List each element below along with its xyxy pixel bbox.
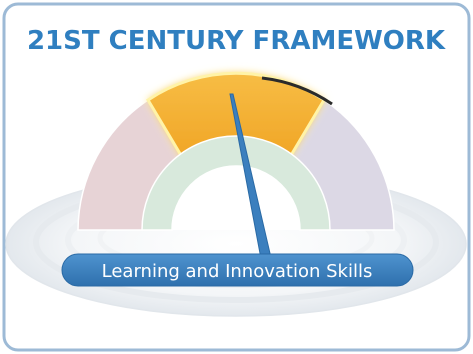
selected-skill-text: Learning and Innovation Skills bbox=[102, 261, 373, 282]
selected-skill-label[interactable]: Learning and Innovation Skills bbox=[61, 253, 414, 287]
page-title: 21ST CENTURY FRAMEWORK bbox=[27, 26, 446, 56]
segment-edge bbox=[261, 76, 333, 106]
center-hole bbox=[172, 166, 300, 230]
gauge-icon bbox=[77, 71, 395, 231]
